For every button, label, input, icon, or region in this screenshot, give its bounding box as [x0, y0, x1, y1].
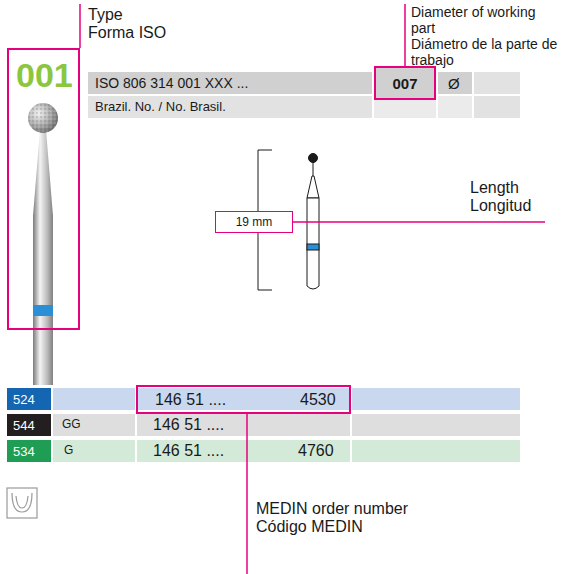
crown-icon — [7, 488, 37, 518]
table-cell — [53, 414, 135, 436]
table-cell — [137, 440, 350, 462]
bur-photo — [28, 103, 58, 385]
type-frame: 001 — [7, 48, 80, 330]
box-text: 146 51 .... — [155, 391, 226, 409]
caption-label: Forma ISO — [88, 24, 208, 42]
table-cell — [438, 96, 472, 118]
length-box: 19 mm — [215, 211, 293, 233]
table-cell-text: Brazil. No. / No. Brasil. — [95, 99, 226, 114]
table-cell — [88, 96, 372, 118]
caption-label: Diameter of working part — [411, 4, 559, 36]
caption-label: MEDIN order number — [256, 500, 456, 518]
label-group: MEDIN order numberCódigo MEDIN — [256, 500, 456, 537]
box-text: 001 — [16, 56, 73, 95]
table-cell — [53, 440, 135, 462]
table-cell — [438, 72, 472, 94]
box-text: 4530 — [300, 391, 336, 409]
label-group: LengthLongitud — [470, 179, 558, 216]
caption-label: Length — [470, 179, 558, 197]
color-code: 524 — [7, 388, 51, 410]
table-cell — [53, 388, 135, 410]
table-cell — [474, 72, 520, 94]
table-cell — [88, 72, 372, 94]
diameter-box: 007 — [374, 66, 436, 100]
box-text: 534 — [13, 444, 35, 459]
table-cell — [137, 388, 350, 410]
table-cell-text: 146 51 .... — [153, 442, 224, 460]
table-cell — [137, 414, 350, 436]
table-cell — [352, 440, 520, 462]
table-cell-text: 146 51 .... — [153, 416, 224, 434]
leader-line — [80, 4, 545, 574]
table-cell — [474, 96, 520, 118]
box-text: 544 — [13, 418, 35, 433]
label-group: Diameter of working partDiámetro de la p… — [411, 4, 559, 68]
box-text: 524 — [13, 392, 35, 407]
table-cell — [352, 388, 520, 410]
table-cell-text: GG — [62, 417, 81, 431]
caption-label: Longitud — [470, 197, 558, 215]
caption-label: Código MEDIN — [256, 518, 456, 536]
symbol-text: Ø — [448, 75, 460, 92]
table-cell — [352, 414, 520, 436]
caption-label: Diámetro de la parte de trabajo — [411, 36, 559, 68]
table-cell-text: ISO 806 314 001 XXX ... — [95, 75, 248, 91]
label-group: TypeForma ISO — [88, 6, 208, 43]
table-cell-text: 4760 — [298, 442, 334, 460]
box-text: 19 mm — [236, 215, 273, 229]
box-text: 007 — [392, 75, 417, 92]
color-code: 534 — [7, 440, 51, 462]
order-number-box: 146 51 .... 4530 — [136, 385, 351, 414]
table-cell-text: G — [64, 443, 73, 457]
caption-label: Type — [88, 6, 208, 24]
color-code: 544 — [7, 414, 51, 436]
